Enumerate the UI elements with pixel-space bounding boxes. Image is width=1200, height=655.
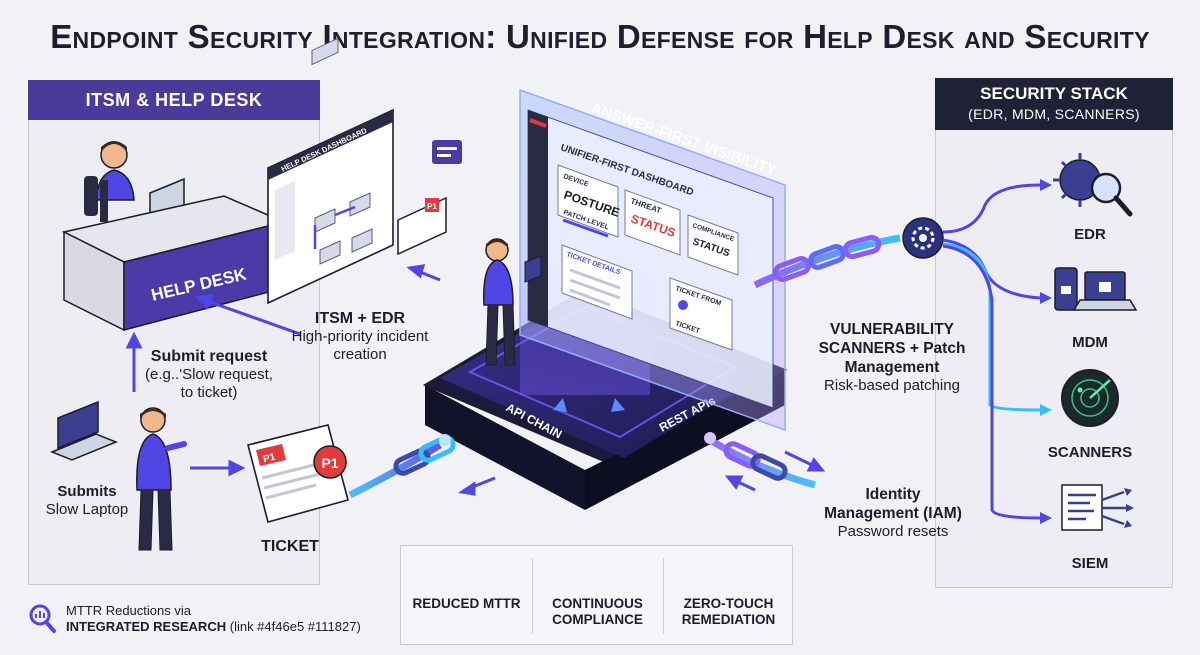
ticket-label: TICKET: [261, 538, 319, 555]
vulnerability-desc: Risk-based patching: [824, 377, 960, 394]
ticket-badge: P1: [262, 452, 277, 466]
stack-connectors: [942, 183, 1041, 520]
itsm-edr-label: ITSM + EDR High-priority incident creati…: [280, 310, 440, 364]
gear-hub: [902, 217, 944, 259]
virus-magnifier-icon: [1053, 153, 1133, 217]
benefit-label: REDUCED MTTR: [412, 596, 521, 611]
security-stack-panel: [935, 78, 1173, 588]
itsm-panel-header: ITSM & HELP DESK: [28, 80, 320, 120]
submits-desc: Slow Laptop: [45, 501, 129, 518]
ticket-illustration: P1 P1: [247, 424, 349, 523]
vulnerability-label: VULNERABILITY SCANNERS + Patch Managemen…: [808, 320, 976, 395]
benefit-reduced-mttr: REDUCED MTTR: [401, 546, 532, 646]
right-chain-lower: [704, 432, 816, 489]
submits-label: Submits Slow Laptop: [32, 483, 142, 519]
benefit-divider: [663, 558, 664, 634]
research-magnifier-icon: [29, 604, 56, 633]
analyst-illustration: [483, 238, 542, 366]
iam-desc: Password resets: [837, 523, 949, 540]
submit-request-title: Submit request: [150, 348, 268, 365]
security-stack-header: SECURITY STACK (EDR, MDM, SCANNERS): [935, 78, 1173, 130]
iam-arrows: [724, 450, 826, 492]
submits-title: Submits: [57, 483, 117, 500]
right-chain-upper: [753, 234, 901, 289]
stack-label-edr: EDR: [1074, 226, 1106, 243]
stack-label-siem: SIEM: [1071, 555, 1109, 572]
stack-label-scanners: SCANNERS: [1047, 444, 1133, 461]
arrow-submit-up: [125, 331, 143, 392]
log-stream-icon: [1061, 484, 1134, 531]
svg-text:P1: P1: [427, 202, 437, 211]
submit-request-desc: (e.g..'Slow request, to ticket): [145, 366, 273, 401]
help-desk-illustration: HELP DESK: [61, 141, 287, 332]
ticket-alert-badge: P1: [321, 455, 338, 471]
submit-request-label: Submit request (e.g..'Slow request, to t…: [140, 348, 278, 402]
benefit-label: CONTINUOUS COMPLIANCE: [552, 596, 643, 627]
devices-lock-icon: [1054, 267, 1138, 311]
footer-line2: INTEGRATED RESEARCH (link #4f46e5 #11182…: [66, 619, 361, 635]
itsm-edr-title: ITSM + EDR: [314, 310, 406, 327]
footer-line1: MTTR Reductions via: [66, 603, 191, 618]
itsm-edr-arrows: [406, 264, 496, 496]
stack-arrowheads: [1040, 179, 1052, 524]
benefit-divider: [532, 558, 533, 634]
left-chain: [348, 434, 456, 499]
benefit-zero-touch-remediation: ZERO-TOUCH REMEDIATION: [663, 546, 794, 646]
itsm-edr-desc: High-priority incident creation: [291, 328, 429, 363]
arrow-itsm-to-desk: [194, 294, 301, 336]
footer-note: MTTR Reductions via INTEGRATED RESEARCH …: [66, 603, 361, 635]
benefit-label: ZERO-TOUCH REMEDIATION: [681, 596, 776, 627]
footer-link[interactable]: INTEGRATED RESEARCH: [66, 619, 227, 634]
iam-title: Identity Management (IAM): [824, 486, 962, 522]
stack-label-mdm: MDM: [1072, 334, 1108, 351]
radar-icon: [1061, 369, 1119, 427]
vulnerability-title: VULNERABILITY SCANNERS + Patch Managemen…: [818, 321, 966, 376]
footer-link-meta: (link #4f46e5 #111827): [229, 619, 361, 634]
iam-label: Identity Management (IAM) Password reset…: [818, 485, 968, 541]
benefit-continuous-compliance: CONTINUOUS COMPLIANCE: [532, 546, 663, 646]
security-stack-subtitle: (EDR, MDM, SCANNERS): [968, 106, 1140, 122]
benefits-bar: REDUCED MTTR CONTINUOUS COMPLIANCE ZERO-…: [400, 545, 793, 645]
security-stack-title: SECURITY STACK: [980, 84, 1128, 103]
page-title: Endpoint Security Integration: Unified D…: [50, 18, 1150, 55]
end-user-illustration: [50, 400, 187, 551]
arrow-user-to-ticket: [190, 459, 246, 477]
help-desk-dashboard: HELP DESK DASHBOARD P1: [267, 37, 462, 305]
